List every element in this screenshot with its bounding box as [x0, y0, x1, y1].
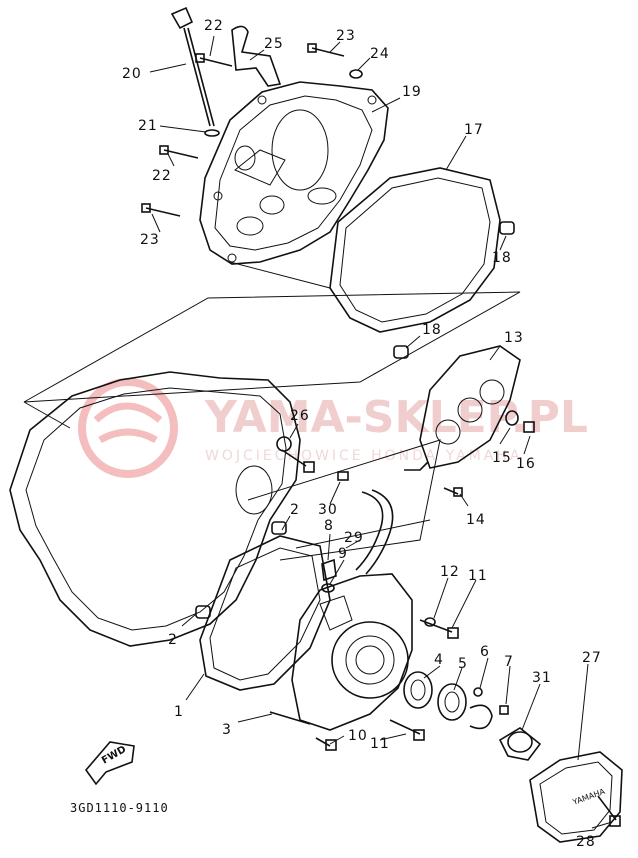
- callout-11b: 11: [468, 568, 488, 584]
- watermark: YAMA-SKLEP.PL WOJCIECHOWICE HONDA YAMAHA: [78, 378, 588, 478]
- callout-13: 13: [504, 330, 524, 346]
- bracket: [231, 25, 282, 87]
- callout-20: 20: [122, 66, 142, 82]
- callout-leaders: [149, 35, 613, 829]
- callout-29: 29: [344, 530, 364, 546]
- gasket-upper: [329, 167, 501, 333]
- yamaha-emblem: YAMAHA: [571, 787, 607, 807]
- callout-18a: 18: [492, 250, 512, 266]
- engine-crankcase: [9, 371, 301, 647]
- callout-31: 31: [532, 670, 552, 686]
- callout-30: 30: [318, 502, 338, 518]
- callout-25: 25: [264, 36, 284, 52]
- crankcase-cover-lower: [269, 573, 413, 731]
- dowel-pins: [393, 221, 515, 359]
- callout-8: 8: [324, 518, 334, 534]
- small-fasteners: [276, 410, 535, 497]
- fwd-label: FWD: [100, 744, 128, 767]
- callout-19: 19: [402, 84, 422, 100]
- callout-22b: 22: [152, 168, 172, 184]
- alignment-lines: [23, 261, 521, 561]
- callout-23b: 23: [140, 232, 160, 248]
- callout-23a: 23: [336, 28, 356, 44]
- callout-6: 6: [480, 644, 490, 660]
- callout-18b: 18: [422, 322, 442, 338]
- callout-10: 10: [348, 728, 368, 744]
- callout-26: 26: [290, 408, 310, 424]
- crankcase-cover-upper: [199, 81, 389, 265]
- bolts-upper: [141, 43, 363, 217]
- callout-3: 3: [222, 722, 232, 738]
- callout-12: 12: [440, 564, 460, 580]
- cap-31: [498, 727, 542, 761]
- callout-11a: 11: [370, 736, 390, 752]
- callout-2a: 2: [290, 502, 300, 518]
- rotor-cover: [404, 345, 521, 471]
- bearings-seals: [315, 617, 509, 751]
- callout-5: 5: [458, 656, 468, 672]
- callout-24: 24: [370, 46, 390, 62]
- callout-4: 4: [434, 652, 444, 668]
- gasket-lower: [199, 535, 331, 691]
- generator-cover: YAMAHA: [529, 751, 623, 843]
- callout-labels: 20 22 25 23 24 19 17 21 22 23 18 18 13 2…: [122, 18, 602, 850]
- callout-16: 16: [516, 456, 536, 472]
- diagram-code: 3GD1110-9110: [70, 801, 169, 815]
- callout-9: 9: [338, 546, 348, 562]
- callout-22a: 22: [204, 18, 224, 34]
- dipstick: [170, 6, 220, 137]
- callout-28: 28: [576, 834, 596, 850]
- watermark-main: YAMA-SKLEP.PL: [204, 392, 588, 443]
- callout-27: 27: [582, 650, 602, 666]
- fwd-arrow: FWD: [84, 741, 135, 786]
- dowels-lower: [195, 521, 287, 619]
- callout-2b: 2: [168, 632, 178, 648]
- callout-21: 21: [138, 118, 158, 134]
- breather-hose: [321, 471, 394, 593]
- callout-14: 14: [466, 512, 486, 528]
- callout-15: 15: [492, 450, 512, 466]
- callout-1: 1: [174, 704, 184, 720]
- callout-17: 17: [464, 122, 484, 138]
- callout-7: 7: [504, 654, 514, 670]
